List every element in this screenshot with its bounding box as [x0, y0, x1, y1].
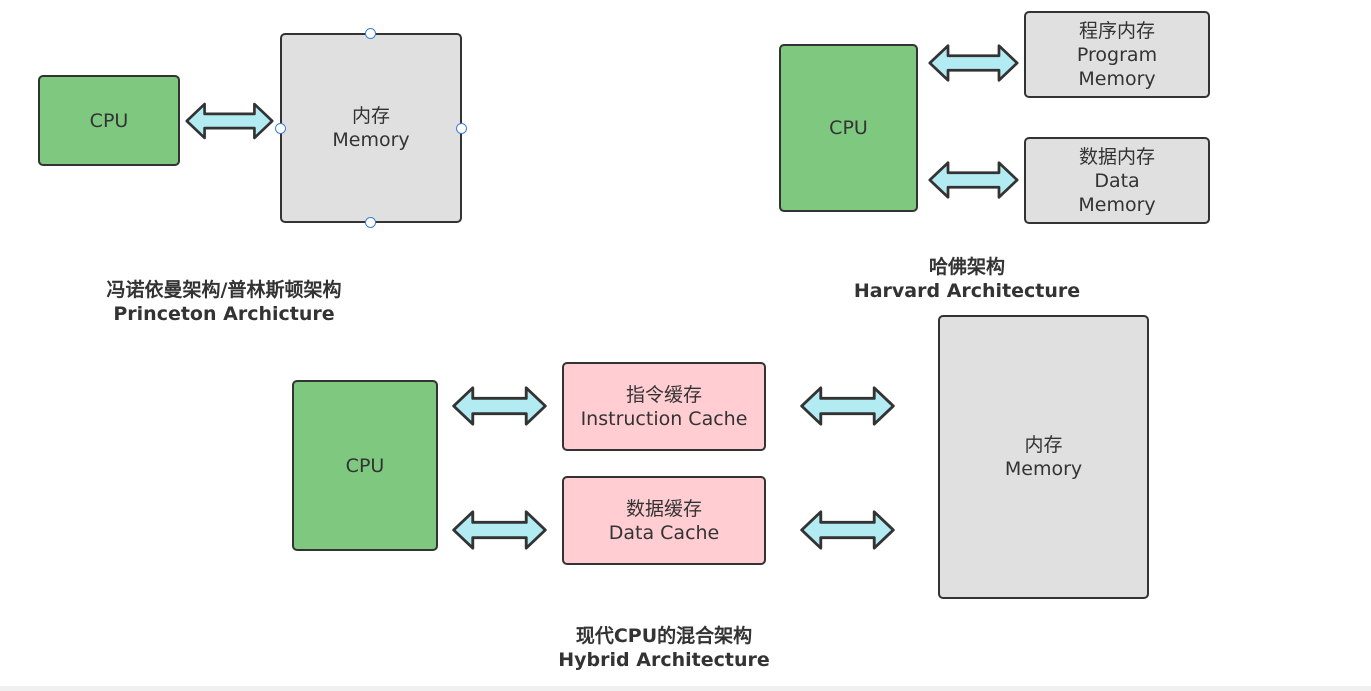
- princeton-caption-en: Princeton Archicture: [113, 303, 335, 325]
- princeton-caption-cn: 冯诺依曼架构/普林斯顿架构: [106, 279, 342, 301]
- harvard-program-label-cn: 程序内存: [1078, 19, 1155, 42]
- selection-handle-right[interactable]: [456, 123, 467, 134]
- harvard-caption: 哈佛架构 Harvard Architecture: [842, 255, 1092, 303]
- hybrid-instruction-cache-box[interactable]: 指令缓存 Instruction Cache: [562, 362, 766, 451]
- hybrid-caption: 现代CPU的混合架构 Hybrid Architecture: [514, 624, 814, 672]
- hybrid-icache-label-cn: 指令缓存: [625, 383, 702, 406]
- harvard-cpu-box[interactable]: CPU: [779, 44, 918, 212]
- hybrid-icache-label-en: Instruction Cache: [580, 407, 748, 430]
- harvard-data-arrow[interactable]: [928, 159, 1019, 201]
- hybrid-caption-en: Hybrid Architecture: [558, 649, 770, 671]
- hybrid-icache-memory-arrow[interactable]: [796, 385, 899, 427]
- harvard-cpu-label: CPU: [829, 117, 868, 139]
- harvard-caption-en: Harvard Architecture: [853, 280, 1081, 302]
- princeton-cpu-box[interactable]: CPU: [38, 75, 180, 166]
- princeton-memory-label-en: Memory: [332, 129, 410, 151]
- hybrid-dcache-label-en: Data Cache: [608, 521, 720, 544]
- hybrid-cpu-label: CPU: [345, 454, 385, 477]
- harvard-data-label-cn: 数据内存: [1078, 145, 1155, 168]
- harvard-program-memory-box[interactable]: 程序内存 Program Memory: [1024, 11, 1210, 98]
- hybrid-cpu-dcache-arrow[interactable]: [448, 509, 551, 551]
- harvard-program-label-en1: Program: [1076, 43, 1158, 66]
- hybrid-data-cache-box[interactable]: 数据缓存 Data Cache: [562, 476, 766, 565]
- hybrid-cpu-icache-arrow[interactable]: [448, 385, 551, 427]
- hybrid-memory-label-en: Memory: [1004, 458, 1083, 480]
- harvard-data-label-en1: Data: [1094, 169, 1140, 192]
- princeton-cpu-memory-arrow[interactable]: [185, 100, 274, 142]
- princeton-memory-box[interactable]: 内存 Memory: [280, 33, 462, 223]
- princeton-caption: 冯诺依曼架构/普林斯顿架构 Princeton Archicture: [74, 278, 374, 326]
- hybrid-dcache-label-cn: 数据缓存: [625, 497, 702, 520]
- hybrid-memory-label-cn: 内存: [1024, 434, 1063, 456]
- hybrid-dcache-memory-arrow[interactable]: [796, 509, 899, 551]
- harvard-data-memory-box[interactable]: 数据内存 Data Memory: [1024, 137, 1210, 224]
- hybrid-cpu-box[interactable]: CPU: [292, 380, 438, 551]
- harvard-data-label-en2: Memory: [1078, 193, 1156, 216]
- harvard-program-arrow[interactable]: [928, 42, 1019, 84]
- harvard-caption-cn: 哈佛架构: [928, 256, 1005, 278]
- hybrid-memory-box[interactable]: 内存 Memory: [938, 315, 1149, 599]
- hybrid-caption-cn: 现代CPU的混合架构: [575, 625, 753, 647]
- princeton-memory-label-cn: 内存: [351, 105, 390, 127]
- selection-handle-left[interactable]: [275, 123, 286, 134]
- canvas-bottom-edge: [0, 686, 1371, 691]
- harvard-program-label-en2: Memory: [1078, 67, 1156, 90]
- princeton-cpu-label: CPU: [89, 109, 129, 132]
- selection-handle-bottom[interactable]: [365, 217, 376, 228]
- selection-handle-top[interactable]: [365, 28, 376, 39]
